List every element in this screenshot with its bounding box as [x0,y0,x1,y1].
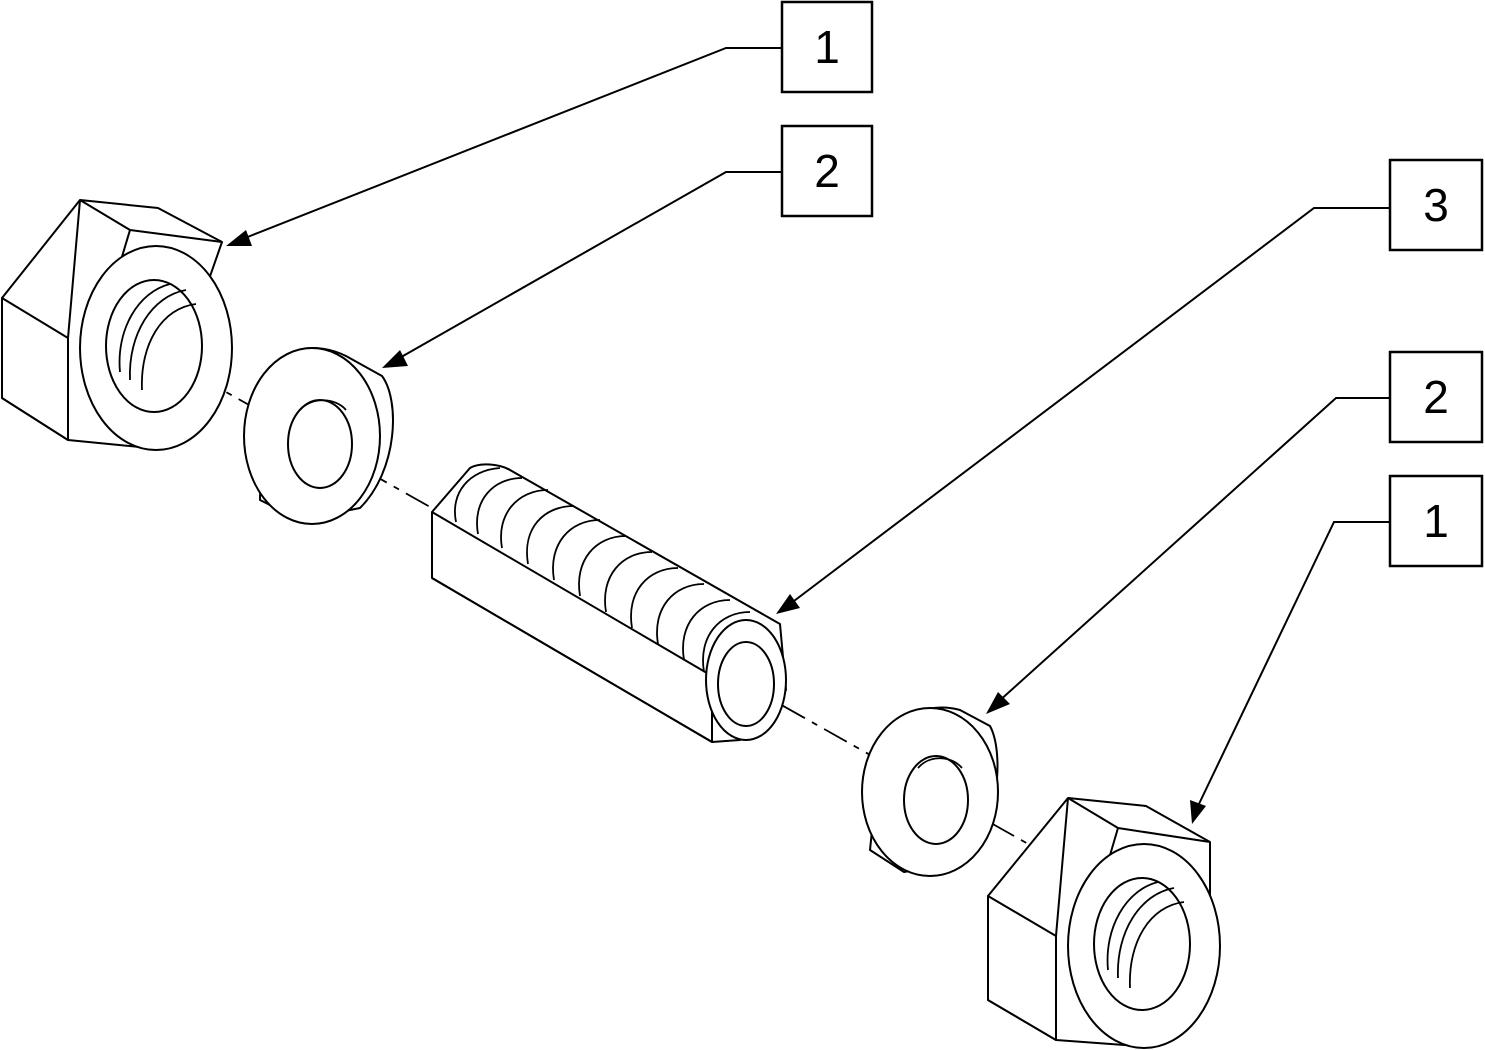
callout-2-top-label: 2 [814,145,840,197]
callout-3-label: 3 [1423,179,1449,231]
hex-nut-top [1,199,233,451]
callout-1-top-label: 1 [814,21,840,73]
leader-2-bottom [986,397,1390,714]
leader-3 [776,207,1390,614]
callout-1-bottom-label: 1 [1423,495,1449,547]
hex-nut-bottom [987,797,1221,1049]
leader-1-top [226,47,782,246]
callout-3: 3 [1388,158,1484,252]
washer-bottom [861,706,999,877]
callout-2-bottom-label: 2 [1423,371,1449,423]
callout-1-bottom: 1 [1388,474,1484,568]
callout-1-top: 1 [780,0,874,94]
threaded-spacer [431,463,787,743]
washer-top [243,347,394,525]
leader-1-bottom [1190,521,1390,824]
leader-2-top [382,171,782,368]
callout-2-top: 2 [780,124,874,218]
callout-2-bottom: 2 [1388,350,1484,444]
